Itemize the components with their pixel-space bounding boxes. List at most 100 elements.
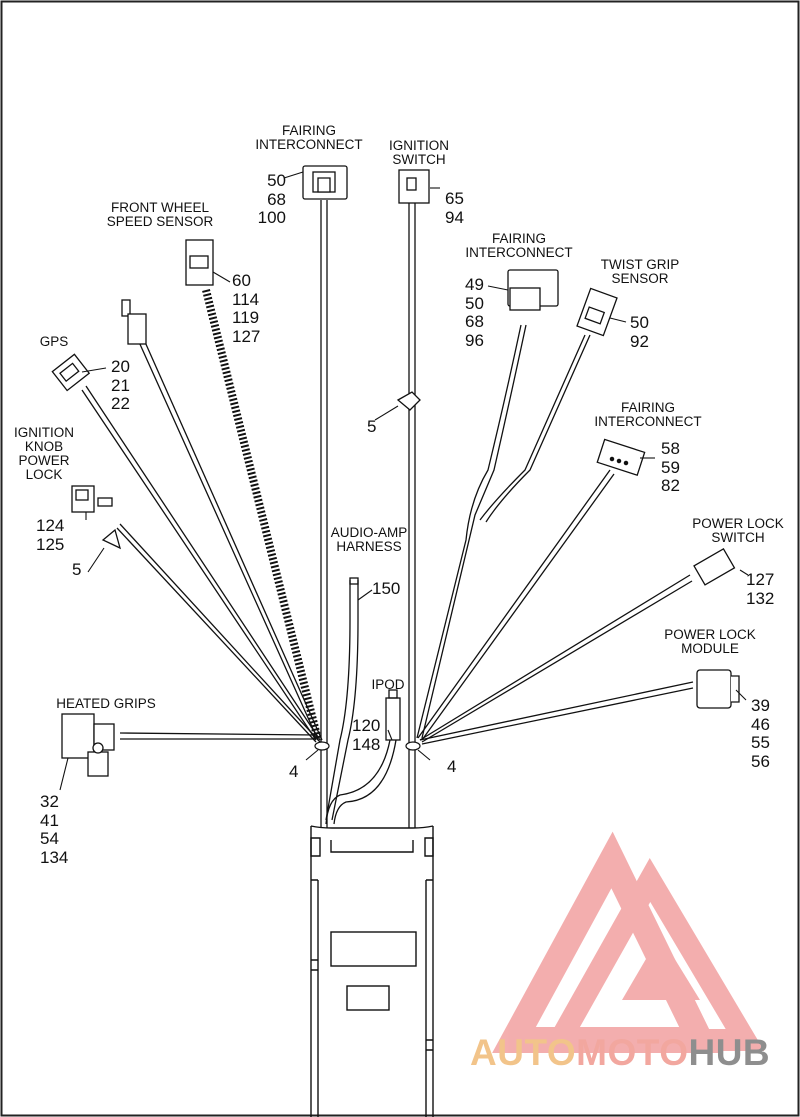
- label-line: FAIRING: [491, 231, 546, 246]
- refs-ignition-knob-power-lock: 124 125: [36, 516, 65, 554]
- ref-number: 32: [40, 792, 59, 811]
- label-line: INTERCONNECT: [465, 245, 573, 260]
- ref-number: 56: [751, 751, 770, 771]
- label-fairing-interconnect-right: FAIRING INTERCONNECT: [592, 401, 704, 429]
- label-line: FAIRING: [281, 123, 336, 138]
- ref-clip-center: 5: [367, 417, 377, 437]
- ref-number: 41: [40, 810, 59, 830]
- ref-number: 65: [445, 189, 464, 208]
- refs-audio-amp-harness: 150: [372, 579, 401, 599]
- label-line: KNOB: [24, 439, 64, 454]
- watermark-hub: HUB: [688, 1032, 771, 1073]
- ref-clip-left: 5: [72, 560, 82, 580]
- label-fairing-interconnect-top: FAIRING INTERCONNECT: [254, 124, 364, 152]
- ref-number: 59: [661, 457, 680, 477]
- label-ignition-knob-power-lock: IGNITION KNOB POWER LOCK: [8, 426, 80, 482]
- label-audio-amp-harness: AUDIO-AMP HARNESS: [330, 526, 408, 554]
- ref-number: 94: [445, 207, 464, 227]
- label-line: TWIST GRIP: [600, 257, 680, 272]
- label-line: POWER: [18, 453, 70, 468]
- ref-number: 4: [447, 757, 457, 776]
- ref-number: 148: [352, 734, 381, 754]
- label-line: IGNITION: [14, 425, 74, 440]
- refs-power-lock-module: 39 46 55 56: [751, 696, 770, 771]
- label-line: IGNITION: [389, 138, 449, 153]
- ref-number: 68: [465, 312, 484, 331]
- ref-number: 134: [40, 847, 69, 867]
- watermark-logo: [492, 831, 765, 1053]
- ref-number: 100: [257, 208, 286, 227]
- connectors: [51, 165, 740, 777]
- label-line: MODULE: [681, 641, 739, 656]
- refs-fairing-interconnect-top: 50 68 100: [250, 171, 286, 228]
- label-line: SWITCH: [711, 530, 765, 545]
- ref-number: 82: [661, 476, 680, 495]
- label-line: IPOD: [371, 677, 405, 692]
- refs-gps: 20 21 22: [111, 357, 130, 414]
- label-fairing-interconnect-mid: FAIRING INTERCONNECT: [462, 232, 576, 260]
- label-line: SWITCH: [392, 152, 446, 167]
- label-line: GPS: [39, 334, 69, 349]
- leader-lines: [59, 171, 749, 791]
- ref-number: 55: [751, 733, 770, 752]
- ref-number: 60: [232, 271, 251, 290]
- ref-number: 96: [465, 330, 484, 350]
- refs-front-wheel-speed-sensor: 60 114 119 127: [232, 271, 261, 346]
- ref-number: 49: [465, 275, 484, 294]
- ref-tie-left: 4: [289, 762, 299, 782]
- ref-number: 125: [36, 534, 65, 554]
- ref-number: 119: [232, 308, 260, 327]
- refs-twist-grip-sensor: 50 92: [630, 313, 649, 351]
- label-power-lock-switch: POWER LOCK SWITCH: [686, 517, 790, 545]
- ref-number: 124: [36, 516, 65, 535]
- ref-tie-right: 4: [447, 757, 457, 777]
- ref-number: 20: [111, 357, 130, 376]
- ref-number: 54: [40, 829, 59, 848]
- ref-number: 114: [232, 289, 260, 309]
- ref-number: 68: [267, 189, 286, 209]
- refs-power-lock-switch: 127 132: [746, 570, 775, 608]
- label-line: FAIRING: [620, 400, 675, 415]
- watermark-auto: AUTO: [470, 1032, 577, 1073]
- label-line: POWER LOCK: [692, 516, 784, 531]
- label-line: POWER LOCK: [664, 627, 756, 642]
- ref-number: 132: [746, 588, 775, 608]
- wires-left-group: [81, 200, 328, 828]
- audio-ipod-wires: [325, 577, 401, 825]
- label-twist-grip-sensor: TWIST GRIP SENSOR: [590, 258, 690, 286]
- label-line: HARNESS: [336, 539, 402, 554]
- ref-number: 92: [630, 331, 649, 351]
- watermark-text: AUTOMOTOHUB: [470, 1032, 770, 1074]
- label-line: SPEED SENSOR: [106, 214, 214, 229]
- ref-number: 127: [232, 326, 261, 346]
- cable-ties: [314, 741, 421, 751]
- label-line: HEATED GRIPS: [56, 696, 156, 711]
- refs-fairing-interconnect-mid: 49 50 68 96: [465, 275, 484, 350]
- label-line: INTERCONNECT: [255, 137, 363, 152]
- ref-number: 4: [289, 762, 299, 781]
- ref-number: 127: [746, 570, 775, 589]
- ref-number: 50: [630, 313, 649, 332]
- ref-number: 22: [111, 394, 130, 413]
- label-line: INTERCONNECT: [594, 414, 702, 429]
- ref-number: 50: [267, 171, 286, 190]
- label-ipod: IPOD: [368, 678, 408, 692]
- label-power-lock-module: POWER LOCK MODULE: [658, 628, 762, 656]
- ref-number: 39: [751, 696, 770, 715]
- ref-number: 21: [111, 375, 130, 395]
- label-ignition-switch: IGNITION SWITCH: [383, 139, 455, 167]
- label-heated-grips: HEATED GRIPS: [50, 697, 162, 711]
- ref-number: 46: [751, 714, 770, 734]
- watermark-moto: MOTO: [576, 1032, 689, 1073]
- refs-ipod: 120 148: [352, 716, 381, 754]
- ref-number: 150: [372, 579, 401, 598]
- refs-fairing-interconnect-right: 58 59 82: [661, 439, 680, 496]
- ref-number: 58: [661, 439, 680, 458]
- wires-right-group: [408, 200, 694, 828]
- ref-number: 5: [72, 560, 82, 579]
- label-gps: GPS: [34, 335, 74, 349]
- ref-number: 5: [367, 417, 377, 436]
